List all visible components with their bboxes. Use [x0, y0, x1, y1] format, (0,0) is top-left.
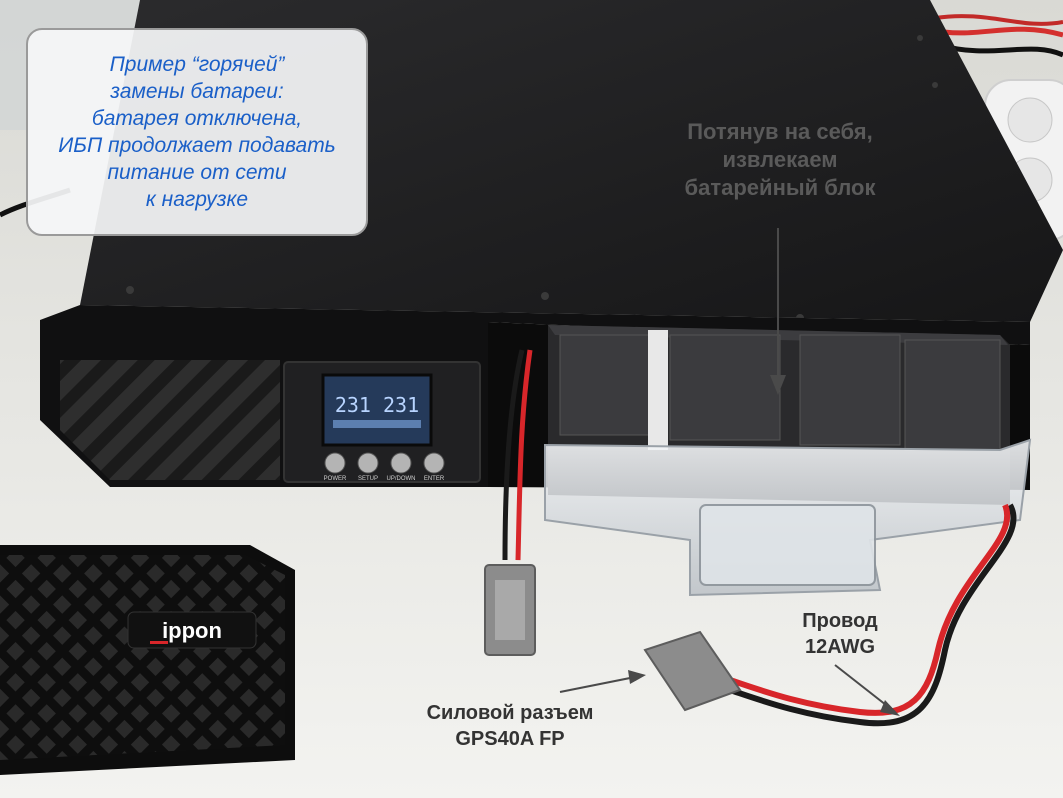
- control-panel: 231 231 POWER SETUP UP/DOWN ENTER: [283, 361, 481, 483]
- pull-arrow-head: [770, 375, 786, 395]
- connector-arrow-head: [628, 670, 646, 684]
- setup-button[interactable]: [357, 452, 379, 474]
- front-vent-grille: [60, 360, 280, 480]
- wire-arrow-head: [880, 700, 900, 716]
- connector-gray-right: [643, 630, 742, 712]
- lcd-reading: 231 231: [335, 393, 419, 417]
- wire-caption: Провод 12AWG: [802, 610, 878, 658]
- front-bezel: ippon: [0, 545, 295, 775]
- battery-pack[interactable]: [544, 325, 1032, 597]
- connector-arrow: [559, 675, 641, 693]
- enter-button-label: ENTER: [424, 476, 445, 482]
- tray-handle[interactable]: [699, 504, 876, 586]
- info-box-text: Пример “горячей” замены батареи: батарея…: [58, 53, 336, 211]
- connector-caption: Силовой разъем GPS40A FP: [426, 702, 594, 750]
- up-down-button-label: UP/DOWN: [387, 476, 416, 482]
- connector-gray-left: [484, 564, 536, 656]
- power-button[interactable]: [324, 452, 346, 474]
- lcd-display: [321, 373, 433, 447]
- setup-button-label: SETUP: [358, 476, 378, 482]
- up-down-button[interactable]: [390, 452, 412, 474]
- brand-logo: ippon: [162, 618, 222, 643]
- info-box: Пример “горячей” замены батареи: батарея…: [26, 28, 368, 236]
- enter-button[interactable]: [423, 452, 445, 474]
- power-button-label: POWER: [324, 476, 347, 482]
- pull-caption: Потянув на себя, извлекаем батарейный бл…: [684, 119, 876, 200]
